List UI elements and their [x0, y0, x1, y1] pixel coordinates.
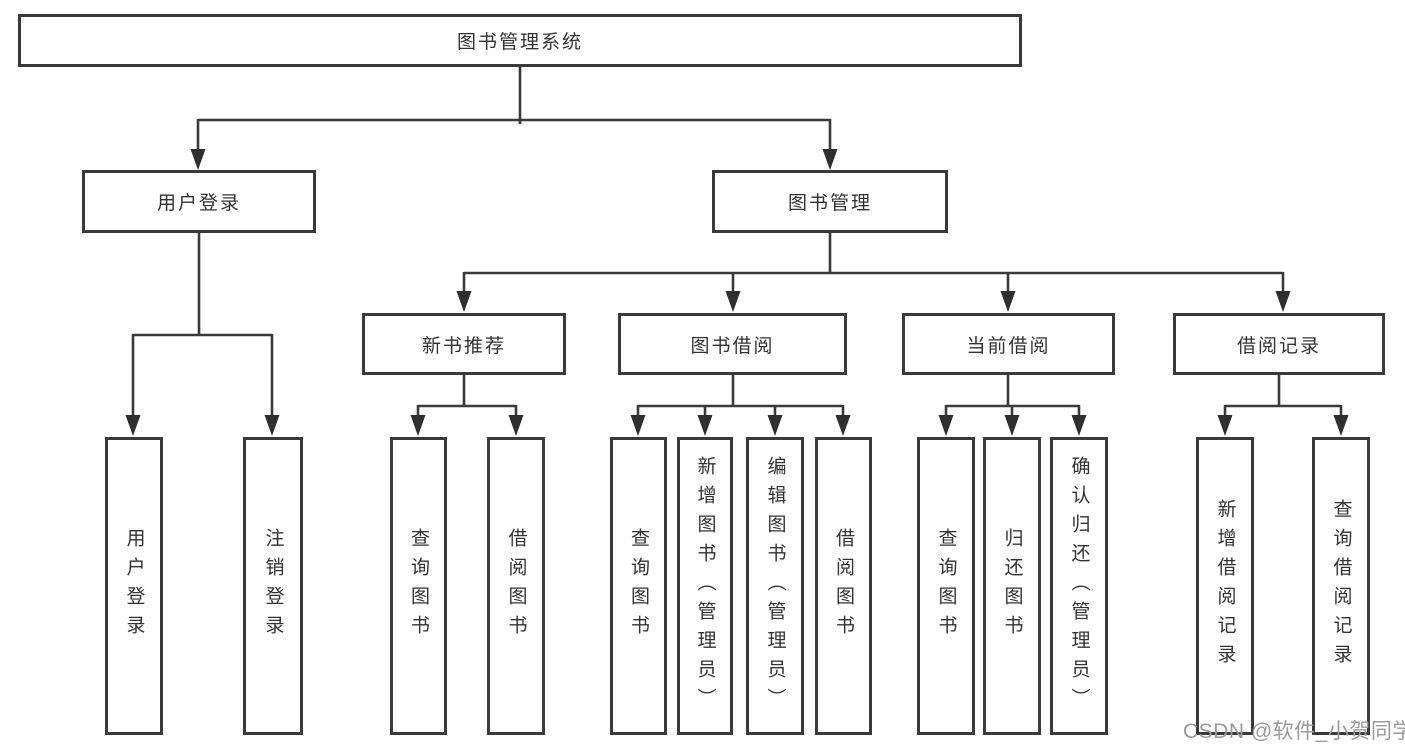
node-current-borrow: 当前借阅: [902, 313, 1115, 375]
leaf-add-borrow-record: 新增借阅记录: [1196, 437, 1254, 735]
node-label: 当前借阅: [966, 335, 1051, 357]
leaf-user-login: 用户登录: [105, 437, 163, 735]
node-book-borrow: 图书借阅: [618, 313, 847, 375]
leaf-add-book-admin: 新增图书（管理员）: [677, 437, 733, 735]
node-label: 借阅记录: [1236, 335, 1321, 357]
leaf-borrow-book-2: 借阅图书: [815, 437, 872, 735]
leaf-label: 借阅图书: [833, 528, 854, 644]
leaf-query-book-2: 查询图书: [610, 437, 667, 735]
leaf-label: 查询图书: [628, 528, 649, 644]
node-book-management: 图书管理: [712, 170, 948, 233]
leaf-borrow-book-1: 借阅图书: [487, 437, 545, 735]
node-label: 图书借阅: [690, 335, 775, 357]
leaf-label: 归还图书: [1001, 528, 1023, 644]
leaf-logout: 注销登录: [243, 437, 303, 735]
node-new-book-recommend: 新书推荐: [362, 313, 566, 375]
leaf-query-book-3: 查询图书: [917, 437, 975, 735]
leaf-label: 借阅图书: [505, 528, 527, 644]
leaf-label: 查询借阅记录: [1330, 499, 1352, 673]
leaf-query-book-1: 查询图书: [390, 437, 447, 735]
arrowhead-icons: [125, 149, 1349, 436]
leaf-label: 编辑图书（管理员）: [764, 455, 786, 717]
node-borrow-record: 借阅记录: [1173, 313, 1385, 375]
node-root-library-system: 图书管理系统: [18, 14, 1022, 67]
leaf-label: 确认归还（管理员）: [1068, 455, 1090, 717]
leaf-label: 查询图书: [408, 528, 429, 644]
leaf-label: 新增借阅记录: [1214, 499, 1236, 673]
leaf-label: 用户登录: [123, 528, 145, 644]
node-label: 新书推荐: [421, 335, 506, 357]
leaf-return-book: 归还图书: [983, 437, 1041, 735]
node-label: 图书管理: [787, 193, 872, 214]
leaf-label: 注销登录: [262, 528, 284, 644]
csdn-watermark: CSDN @软件_小贺同学: [1183, 720, 1405, 743]
node-label: 用户登录: [156, 193, 241, 214]
leaf-edit-book-admin: 编辑图书（管理员）: [746, 437, 804, 735]
node-label: 图书管理系统: [456, 32, 583, 53]
leaf-label: 查询图书: [935, 528, 957, 644]
leaf-query-borrow-record: 查询借阅记录: [1312, 437, 1370, 735]
leaf-label: 新增图书（管理员）: [694, 455, 716, 717]
node-user-login: 用户登录: [82, 170, 316, 233]
leaf-confirm-return-admin: 确认归还（管理员）: [1050, 437, 1108, 735]
